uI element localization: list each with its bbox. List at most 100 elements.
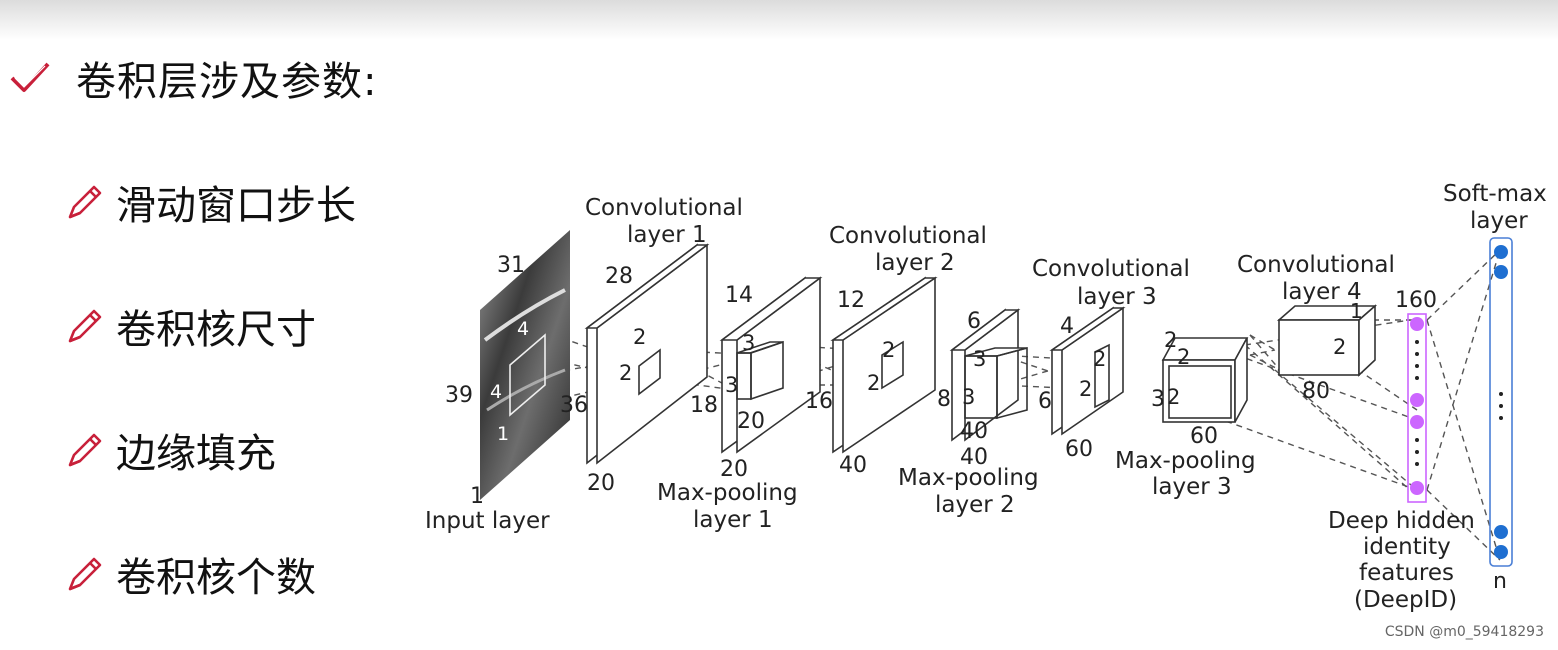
conv2-height-label: 16 [805,389,833,414]
pool1-title: Max-pooling [657,480,798,506]
pool3-height-label: 3 [1151,387,1165,412]
pool2-channel-label: 40 [960,419,988,444]
bullet-item-4: 卷积核个数 [64,548,316,601]
softmax-n-label: n [1493,569,1507,594]
softmax-title: layer [1470,208,1528,234]
pool1-channel-label: 20 [720,457,748,482]
bullet-label: 滑动窗口步长 [116,183,356,229]
conv2-title: layer 2 [875,250,955,276]
conv1-kernel-label: 2 [633,325,646,349]
conv4-title: layer 4 [1282,279,1362,305]
conv4-title: Convolutional [1237,252,1395,278]
conv1-title: layer 1 [627,222,707,248]
softmax-neuron [1494,545,1508,559]
conv2-box [830,276,938,454]
conv1-kernel-label: 2 [619,361,632,385]
watermark: CSDN @m0_59418293 [1384,624,1544,640]
deepid-cnn-diagram: 31 39 1 4 4 1 Input layer Convolutional … [425,181,1547,613]
conv4-height-label: 2 [1333,335,1346,359]
softmax-ellipsis [1499,392,1503,420]
deepid-title: features [1359,560,1454,586]
pool2-height-label: 8 [937,387,951,412]
bullet-label: 边缘填充 [116,431,276,477]
pool3-title: Max-pooling [1115,448,1256,474]
top-gradient-bar [0,0,1558,40]
pool2-title: Max-pooling [898,465,1039,491]
pool3-depth-label: 2 [1164,328,1177,352]
input-kernel-label: 4 [517,318,529,340]
deepid-ellipsis [1415,340,1419,466]
pencil-icon [68,557,102,591]
pencil-icon [68,433,102,467]
pool1-kernel-label: 3 [742,331,755,355]
conv3-channel-label: 60 [1065,437,1093,462]
conv2-title: Convolutional [829,223,987,249]
deepid-neuron [1410,393,1424,407]
deepid-neuron [1410,317,1424,331]
pool1-depth-label: 14 [725,283,753,308]
pool1-kernel-label: 3 [725,373,738,397]
heading-row: 卷积层涉及参数: [8,50,377,106]
input-image [480,230,570,500]
conv4-box [1276,304,1378,377]
conv3-height-label: 6 [1038,389,1052,414]
pencil-icon [68,185,102,219]
pool1-height-label: 18 [690,393,718,418]
conv3-kernel-label: 2 [1093,347,1106,371]
input-width-label: 31 [497,253,525,278]
conv4-channel-label: 80 [1302,379,1330,404]
conv2-kernel-label: 2 [867,371,880,395]
conv2-kernel-label: 2 [882,338,895,362]
input-channel-label: 1 [470,484,484,509]
softmax-title: Soft-max [1443,181,1547,207]
pool3-box [1161,337,1249,423]
conv2-depth-label: 12 [837,288,865,313]
pool2-kernel-label: 3 [973,347,986,371]
conv1-height-label: 36 [560,393,588,418]
input-kernel-label: 4 [490,381,502,403]
bullet-label: 卷积核尺寸 [116,307,316,353]
input-height-label: 39 [445,383,473,408]
deepid-column [1407,313,1427,503]
pool2-box [949,308,1028,442]
conv3-box [1049,306,1126,436]
pool3-title: layer 3 [1152,474,1232,500]
conv4-depth-label: 1 [1350,299,1363,323]
bullet-item-3: 边缘填充 [64,424,276,477]
conv3-title: layer 3 [1077,284,1157,310]
conv1-depth-label: 28 [605,264,633,289]
softmax-column [1489,237,1513,567]
pool1-title: layer 1 [693,507,773,533]
conv1-title: Convolutional [585,195,743,221]
bullet-label: 卷积核个数 [116,555,316,601]
deepid-title: Deep hidden [1328,508,1475,534]
deepid-title: identity [1363,534,1451,560]
bullet-item-2: 卷积核尺寸 [64,300,316,353]
conv3-title: Convolutional [1032,256,1190,282]
pool1-box [719,276,823,454]
deepid-count-label: 160 [1395,288,1437,313]
page-heading: 卷积层涉及参数: [76,59,378,105]
conv1-channel-label: 20 [587,471,615,496]
conv3-depth-label: 4 [1060,314,1074,339]
softmax-neuron [1494,525,1508,539]
input-layer-title: Input layer [425,508,550,534]
pool2-depth-label: 6 [967,309,981,334]
pool3-channel-label: 60 [1190,424,1218,449]
pool2-kernel-label: 3 [962,385,975,409]
conv1-box [584,243,710,465]
pool3-kernel-label: 2 [1177,345,1190,369]
pencil-icon [68,309,102,343]
pool2-title: layer 2 [935,492,1015,518]
deepid-neuron [1410,481,1424,495]
input-kernel-label: 1 [497,423,509,445]
deepid-title: (DeepID) [1354,587,1457,613]
softmax-neuron [1494,245,1508,259]
checkmark-icon [10,62,50,92]
pool2-channel-label: 40 [960,445,988,470]
bullet-item-1: 滑动窗口步长 [64,176,356,229]
pool3-kernel-label: 2 [1167,385,1180,409]
softmax-neuron [1494,265,1508,279]
conv2-channel-label: 40 [839,453,867,478]
deepid-neuron [1410,415,1424,429]
